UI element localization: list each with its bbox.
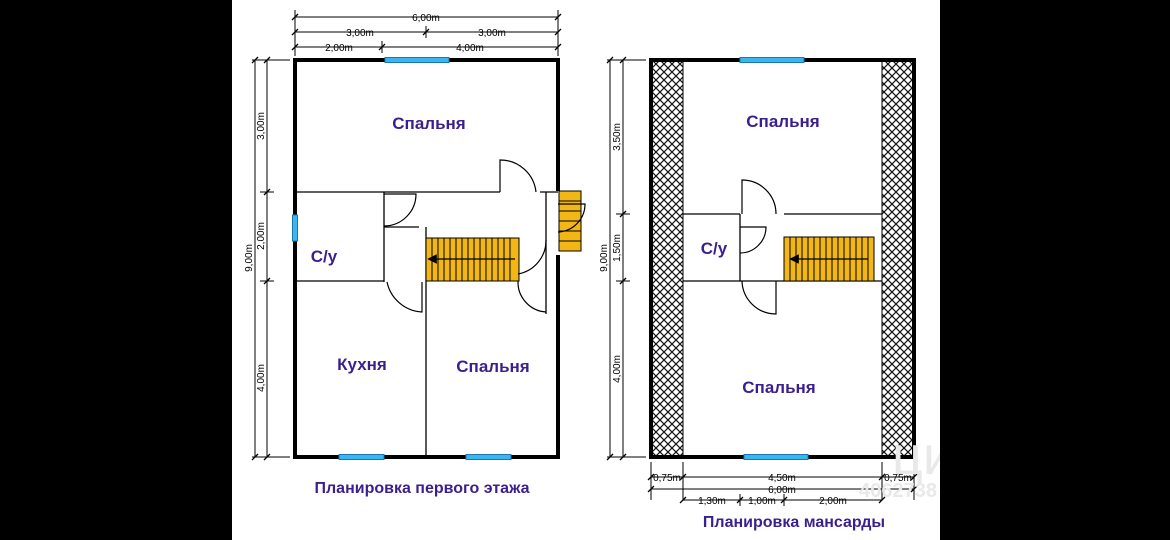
window (384, 57, 450, 63)
attic-hatch-right (881, 59, 915, 458)
floor1-room-bedroom-top: Спальня (392, 114, 465, 133)
floor1-room-bathroom: С/у (311, 247, 338, 266)
floor1-room-kitchen: Кухня (337, 355, 387, 374)
attic-plan: 9,00m 3,50m 1,50m 4,00m (599, 56, 918, 531)
attic-dim-top: 3,50m (612, 123, 623, 151)
floor1-dim-part-right: 4,00m (456, 43, 484, 54)
attic-dim-middle: 1,50m (612, 234, 623, 262)
floor1-dim-middle: 2,00m (256, 222, 267, 250)
window (465, 454, 512, 460)
floor1-room-bedroom-bottom: Спальня (456, 357, 529, 376)
floor1-dim-total-length: 9,00m (244, 244, 255, 272)
attic-dim-seg-b: 1,00m (748, 496, 776, 507)
window (743, 454, 809, 460)
floor1-dim-half-right: 3,00m (478, 28, 506, 39)
attic-hatch-left (650, 59, 684, 458)
floor-plans-svg: 6,00m 3,00m 3,00m 2,00m 4,00m 9,00m 3,00… (244, 10, 940, 531)
floor1-dim-top: 3,00m (256, 112, 267, 140)
window (292, 214, 298, 242)
floor1-windows (292, 57, 512, 460)
attic-dims-left (606, 56, 646, 461)
attic-caption: Планировка мансарды (703, 514, 885, 531)
floor1-dim-bottom: 4,00m (256, 364, 267, 392)
attic-dims-bottom (647, 462, 918, 506)
watermark-brand: циан (892, 426, 940, 486)
floor1-dim-half-left: 3,00m (346, 28, 374, 39)
attic-dim-middle-width: 4,50m (768, 473, 796, 484)
floor1-dim-part-left: 2,00m (325, 43, 353, 54)
plan-sheet: 6,00m 3,00m 3,00m 2,00m 4,00m 9,00m 3,00… (232, 0, 940, 540)
attic-dim-total-length: 9,00m (599, 244, 610, 272)
attic-room-bedroom-top: Спальня (746, 112, 819, 131)
floor1-doors (383, 159, 586, 313)
attic-dim-bottom: 4,00m (612, 355, 623, 383)
floor1-dims-top (291, 10, 562, 56)
attic-dim-seg-a: 1,30m (698, 496, 726, 507)
attic-room-bathroom: С/у (701, 239, 728, 258)
attic-room-bedroom-bottom: Спальня (742, 378, 815, 397)
window (739, 57, 805, 63)
attic-doors (739, 179, 777, 315)
attic-dim-total-width: 6,00m (768, 485, 796, 496)
attic-windows (739, 57, 809, 460)
window (338, 454, 385, 460)
floor1-interior-walls (295, 191, 558, 457)
floor1-dims-left (251, 56, 290, 461)
watermark-code: 4062738 (859, 480, 937, 502)
floor1-plan: 6,00m 3,00m 3,00m 2,00m 4,00m 9,00m 3,00… (244, 10, 586, 497)
attic-stairs (783, 236, 875, 282)
attic-dim-side-right: 0,75m (884, 473, 912, 484)
attic-dim-side-left: 0,75m (653, 473, 681, 484)
attic-dim-seg-c: 2,00m (819, 496, 847, 507)
floor1-dim-total-width: 6,00m (412, 13, 440, 24)
floor1-caption: Планировка первого этажа (315, 480, 530, 497)
